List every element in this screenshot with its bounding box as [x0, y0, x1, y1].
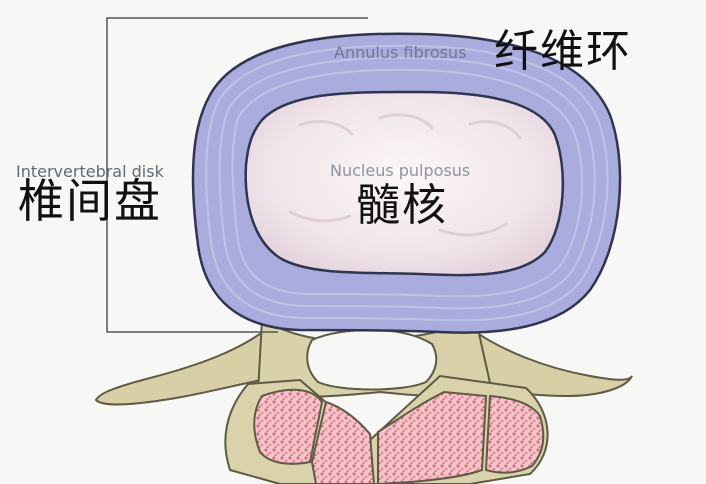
nucleus-body: [244, 90, 565, 277]
nucleus-pulposus: [244, 90, 565, 277]
intervertebral-disk-label: Intervertebral disk: [16, 162, 164, 181]
marrow-far-right: [484, 394, 545, 474]
annulus-fibrosus-chinese-label: 纤维环: [494, 26, 632, 77]
nucleus-pulposus-label: Nucleus pulposus: [330, 161, 471, 180]
annulus-lamella-3: [231, 68, 584, 298]
nucleus-pulposus-chinese-label: 髓核: [356, 180, 448, 231]
intervertebral-disk-chinese-label: 椎间盘: [18, 174, 162, 228]
spinal-canal: [306, 328, 438, 391]
annulus-lamella-1: [205, 44, 609, 322]
intervertebral-disk-bracket: [106, 17, 368, 333]
annulus-fibrosus-label: Annulus fibrosus: [334, 43, 467, 62]
marrow-right: [377, 390, 488, 484]
vertebral-arch: [94, 318, 633, 484]
marrow-left: [253, 388, 324, 465]
nucleus-fold-1: [288, 113, 522, 237]
annulus-lamella-2: [218, 56, 596, 310]
marrow-middle: [310, 400, 376, 484]
